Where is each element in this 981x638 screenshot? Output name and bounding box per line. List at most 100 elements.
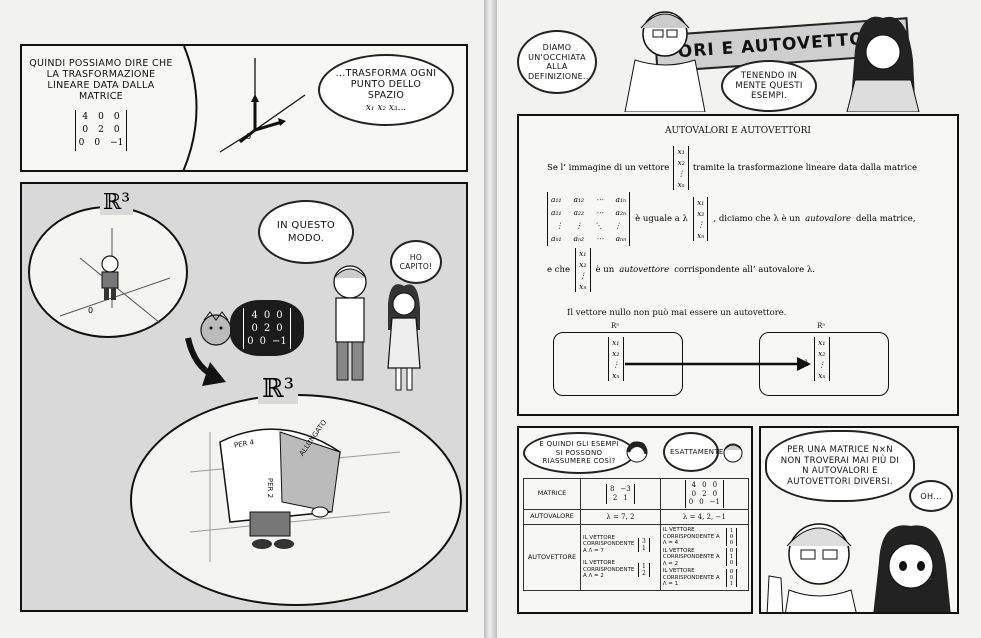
bubble-trasforma-vars: x₁ x₂ x₃... [365, 102, 407, 113]
v: 0 [729, 548, 734, 555]
line1-b: tramite la trasformazione lineare data d… [692, 163, 918, 173]
m: 0 [712, 489, 718, 498]
vec-text: IL VETTORE CORRISPONDENTE A λ = 1 [662, 568, 720, 587]
v: 1 [729, 554, 734, 561]
m: 0 [702, 481, 707, 490]
r3-circle-top [28, 206, 188, 338]
v: ⋮ [696, 220, 705, 229]
m: 0 [712, 481, 718, 490]
row-label: MATRICE [523, 478, 581, 510]
m: 0 [691, 489, 697, 498]
v: x₂ [818, 349, 826, 358]
m-cell: 0 [94, 138, 101, 148]
diciamo-text: , diciamo che λ è un [713, 214, 801, 224]
v: 0 [729, 539, 734, 546]
m: 8 [609, 485, 615, 493]
mapping-arrow-icon [625, 357, 811, 371]
v: xₙ [612, 371, 620, 380]
v: x₁ [697, 198, 705, 207]
r3-label-bottom: ℝ³ [258, 374, 299, 404]
v: ⋮ [579, 271, 587, 280]
v: xₙ [697, 231, 705, 240]
m: 2 [702, 489, 707, 498]
v: xₙ [677, 180, 685, 189]
axis-origin-label: 0 [246, 132, 252, 141]
v: xₙ [818, 371, 826, 380]
bubble-modo-text: IN QUESTO MODO. [276, 220, 336, 244]
m-cell: 4 [82, 112, 89, 122]
characters-banner [624, 11, 920, 112]
m: −1 [709, 498, 720, 507]
v: 0 [729, 574, 734, 581]
equal-text: è uguale a λ [635, 214, 688, 224]
a: ⋯ [596, 208, 604, 217]
cell-vec1: IL VETTORE CORRISPONDENTE A λ = 731 IL V… [580, 524, 661, 591]
curved-arrow-icon [185, 337, 226, 386]
v: xₙ [579, 282, 587, 291]
right-page: ORI E AUTOVETTORI DIAMO UN'OCCHIATA ALLA… [497, 0, 981, 638]
autovettore-word: autovettore [619, 265, 670, 275]
r3-label-top: ℝ³ [100, 190, 134, 215]
a: aₙ₁ [551, 234, 562, 243]
table-row: AUTOVETTORE IL VETTORE CORRISPONDENTE A … [523, 524, 750, 591]
a: ⋱ [594, 221, 603, 230]
cell-ev2: λ = 4, 2, −1 [659, 509, 750, 525]
m-cell: 0 [263, 309, 271, 321]
m-cell: 0 [82, 125, 89, 135]
m-cell: 0 [78, 138, 85, 148]
m-cell: 0 [259, 335, 266, 347]
vec-text: IL VETTORE CORRISPONDENTE A λ = 2 [662, 547, 720, 567]
bubble-tenendo-text: TENENDO IN MENTE QUESTI ESEMPI. [735, 71, 803, 101]
a: aₙₙ [615, 234, 627, 243]
v: x₁ [818, 338, 826, 347]
v: x₂ [697, 209, 705, 218]
a: a₁ₙ [615, 195, 627, 204]
speech-bubble-tenendo: TENENDO IN MENTE QUESTI ESEMPI. [721, 60, 817, 112]
speech-bubble-oh: OH... [909, 480, 953, 512]
caption-text: QUINDI POSSIAMO DIRE CHE LA TRASFORMAZIO… [29, 58, 173, 102]
speech-bubble-quindi: E QUINDI GLI ESEMPI SI POSSONO RIASSUMER… [523, 432, 635, 474]
eche-text: e che [547, 265, 570, 275]
a: ⋮ [575, 221, 583, 230]
m: 1 [623, 494, 628, 502]
nullo-text: Il vettore nullo non può mai essere un a… [567, 308, 787, 318]
autovalore-word: autovalore [805, 214, 852, 224]
m-cell: 0 [276, 309, 283, 321]
a: a₁₂ [573, 195, 585, 204]
cell-ev1: λ = 7, 2 [580, 509, 661, 525]
v: 1 [642, 563, 646, 570]
autovettore-a: è un [595, 265, 615, 275]
v: x₁ [612, 338, 620, 347]
m: 0 [699, 498, 704, 507]
a: a₂₂ [573, 208, 585, 217]
m-cell: 0 [276, 322, 283, 334]
axes-3d-drawing [219, 58, 306, 153]
label-per2: PER 2 [266, 477, 275, 499]
m: −3 [620, 485, 631, 493]
v: ⋮ [612, 360, 620, 369]
v: 0 [729, 533, 734, 540]
small-axes-figure [59, 228, 171, 324]
bubble-trasforma-text: ...TRASFORMA OGNI PUNTO DELLO SPAZIO [335, 67, 437, 101]
a: a₂₁ [551, 208, 562, 217]
m-cell: −1 [110, 138, 124, 148]
bubble-diamo-text: DIAMO UN'OCCHIATA ALLA DEFINIZIONE... [528, 43, 592, 81]
v: 1 [729, 527, 734, 534]
v: x₁ [677, 147, 685, 156]
vec-text: IL VETTORE CORRISPONDENTE A λ = 4 [662, 527, 720, 546]
